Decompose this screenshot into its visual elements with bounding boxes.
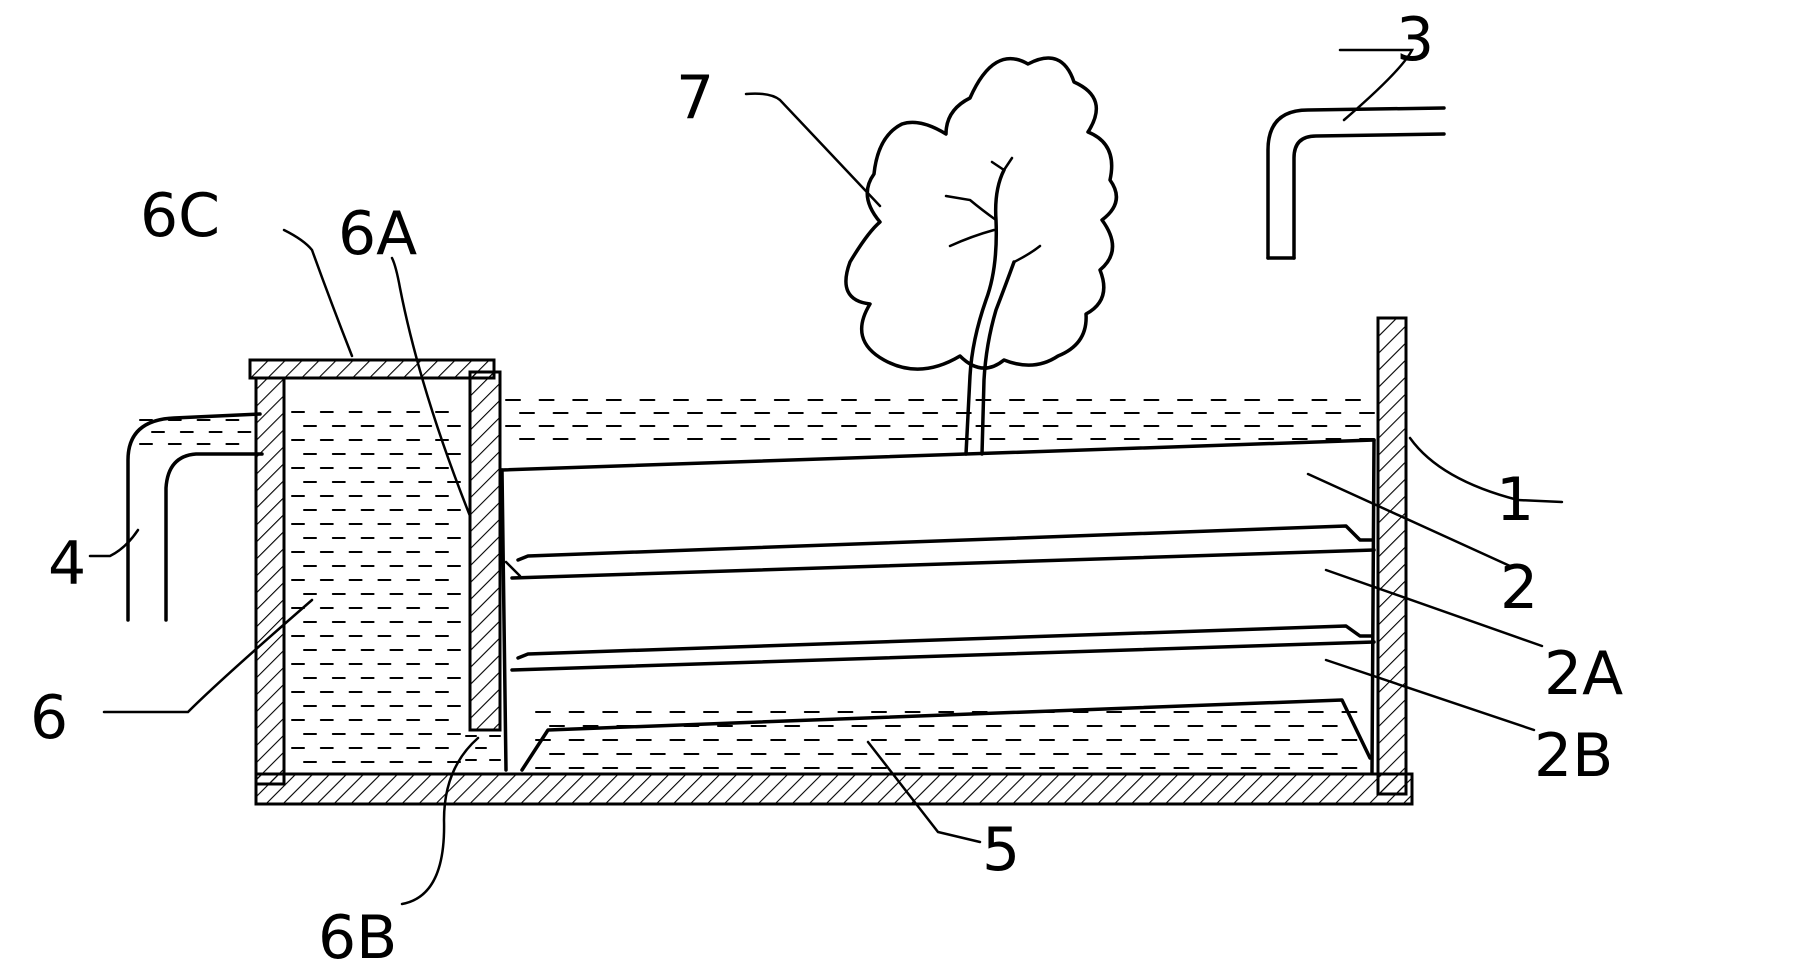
label-5: 5: [982, 815, 1020, 885]
label-6A: 6A: [338, 199, 417, 269]
tree: [844, 56, 1119, 456]
label-3: 3: [1396, 5, 1434, 75]
label-6B: 6B: [318, 903, 397, 972]
container-walls: [248, 316, 1414, 806]
label-6C: 6C: [140, 181, 220, 251]
planting-layers: [500, 438, 1376, 774]
label-2A: 2A: [1544, 639, 1623, 709]
water-fill: [139, 399, 1375, 769]
label-4: 4: [48, 529, 86, 599]
label-1: 1: [1496, 465, 1534, 535]
label-2: 2: [1500, 553, 1538, 623]
leader-lines: [88, 48, 1564, 906]
inlet-pipe: [1266, 106, 1446, 260]
label-7: 7: [676, 63, 714, 133]
reference-labels: 1 2 2A 2B 3 4 5 6 6A 6B 6C 7: [30, 5, 1623, 972]
label-2B: 2B: [1534, 721, 1613, 791]
label-6: 6: [30, 683, 68, 753]
outlet-pipe: [126, 412, 264, 622]
